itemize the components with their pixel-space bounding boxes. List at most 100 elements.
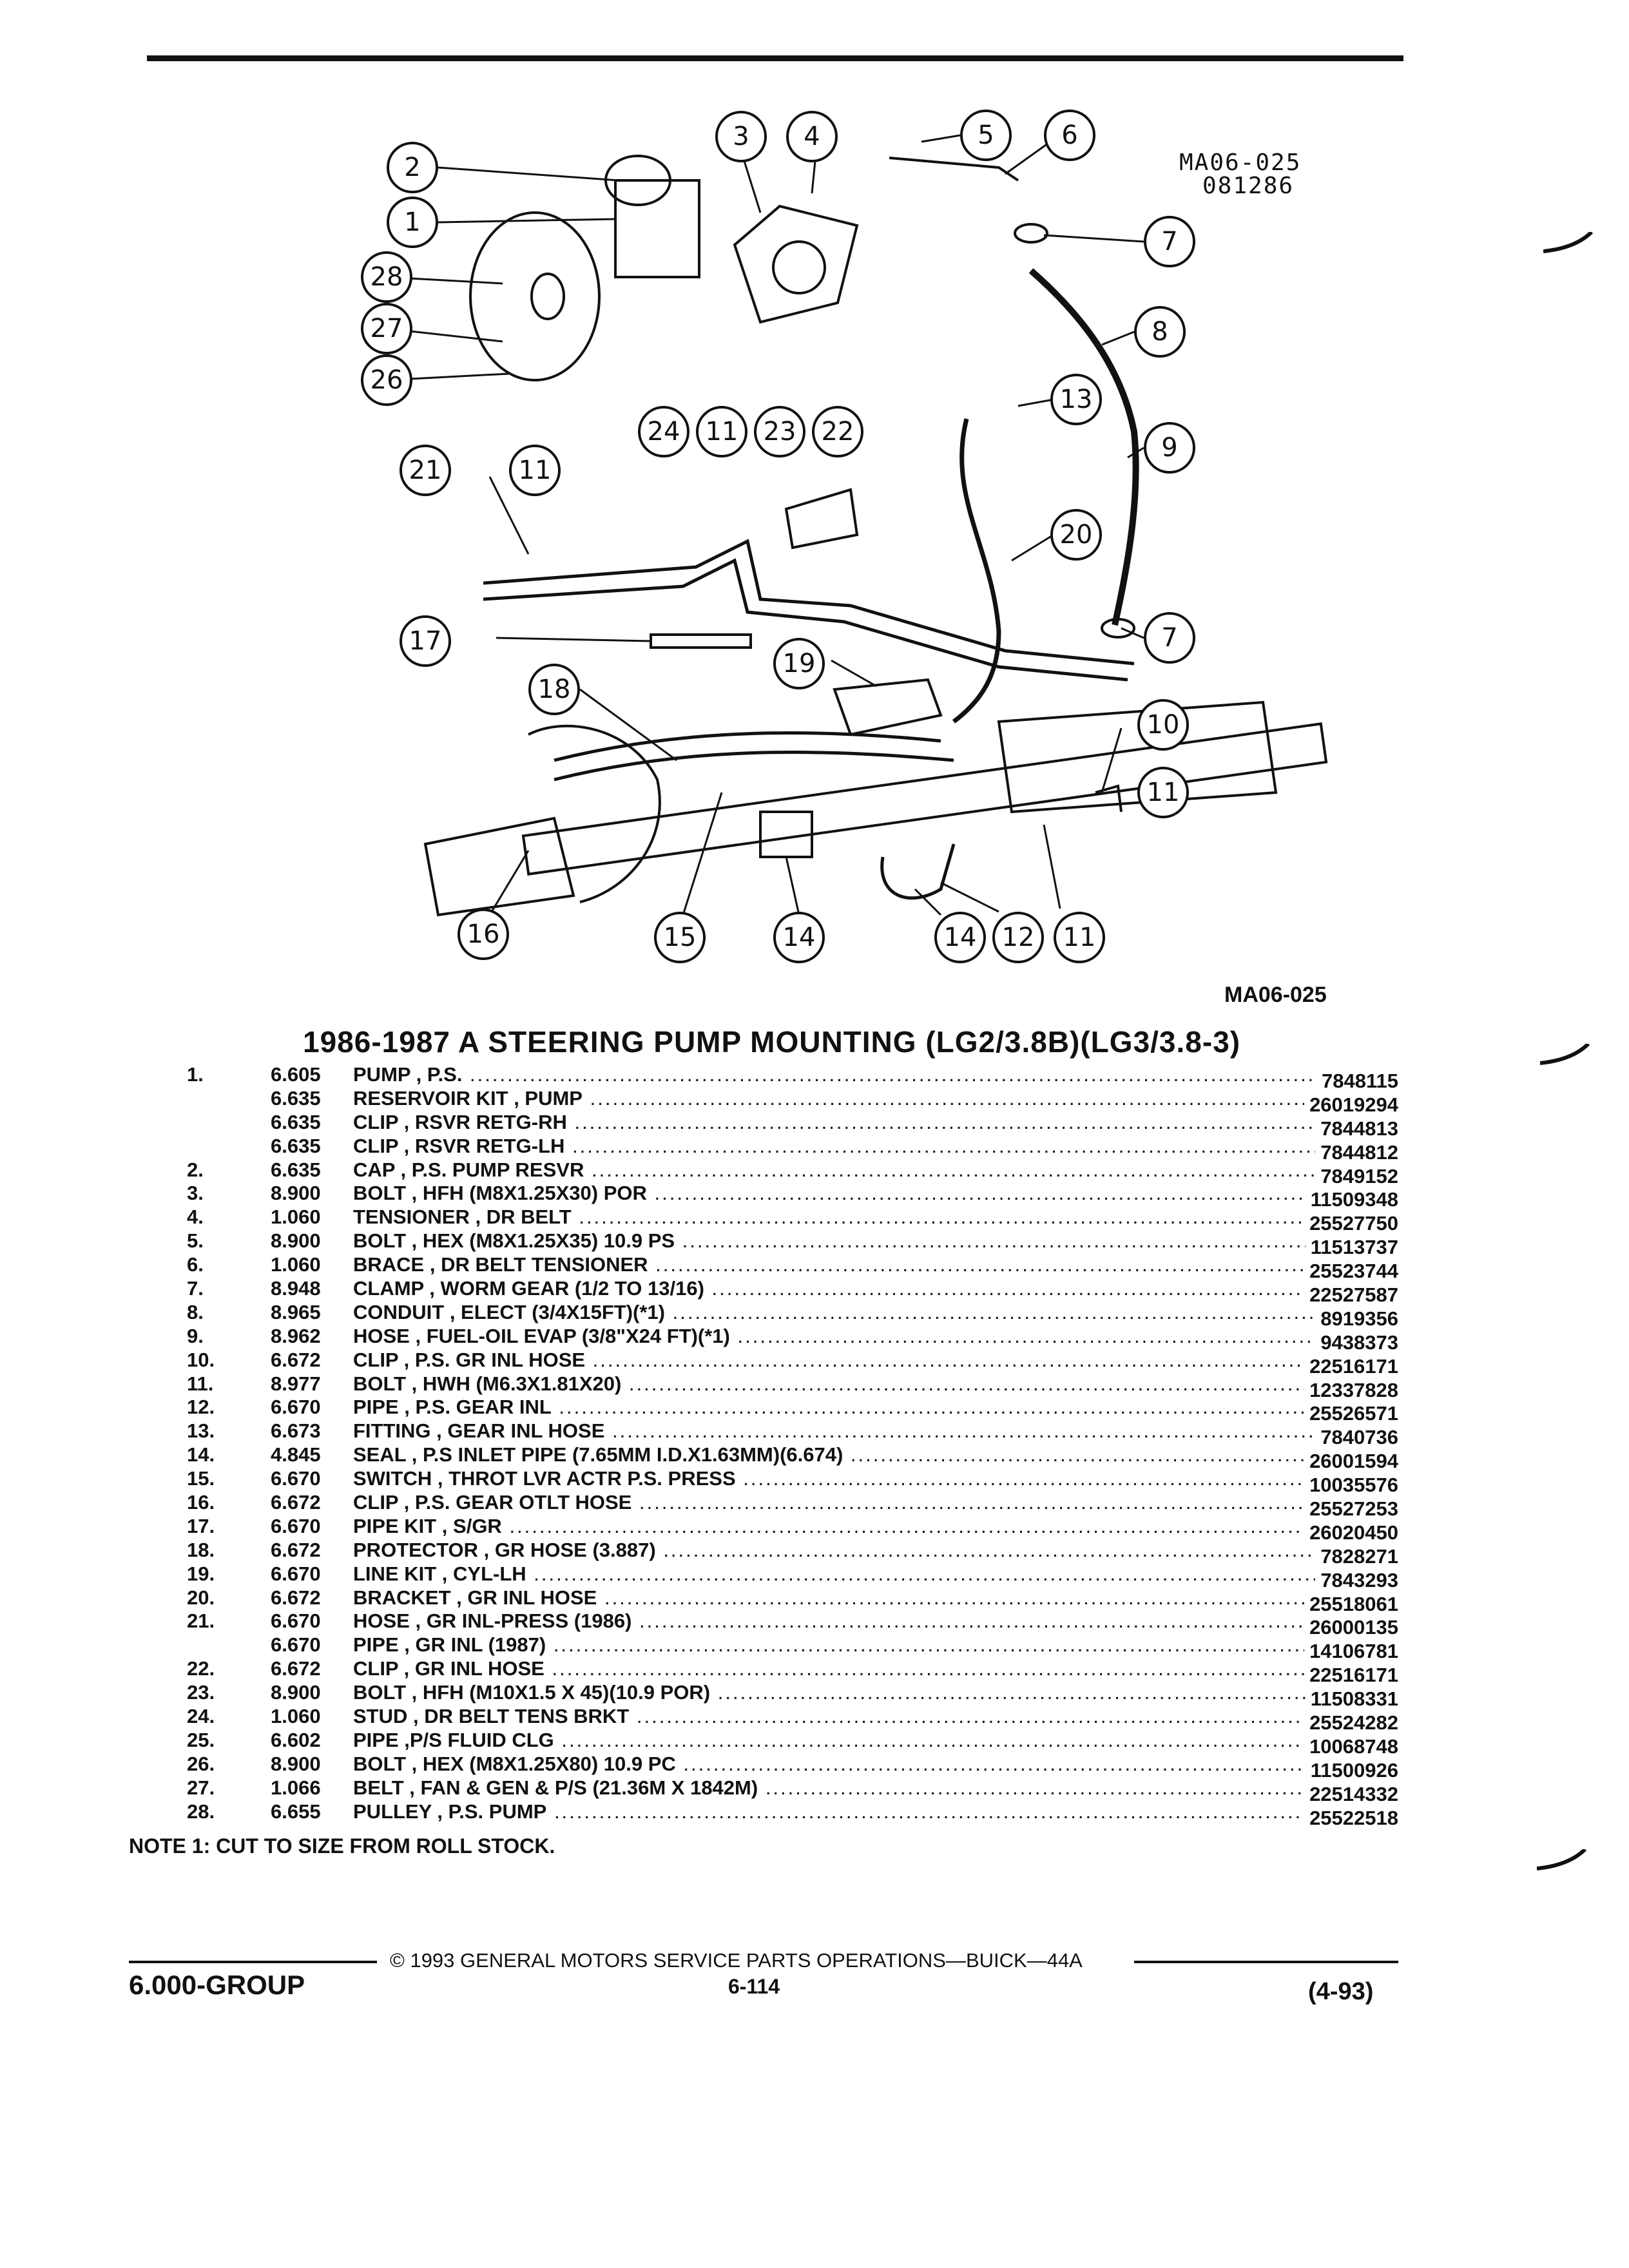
svg-text:1: 1 bbox=[404, 207, 420, 237]
svg-text:2: 2 bbox=[404, 153, 420, 182]
part-number-index: 21. bbox=[187, 1610, 215, 1633]
part-description: BRACKET , GR INL HOSE bbox=[353, 1586, 1345, 1610]
part-number-index: 13. bbox=[187, 1419, 215, 1443]
part-number: 7844813 bbox=[1315, 1117, 1398, 1141]
part-description: BOLT , HEX (M8X1.25X80) 10.9 PC bbox=[353, 1753, 1345, 1776]
group-code: 8.962 bbox=[271, 1324, 321, 1347]
part-description: BOLT , HFH (M8X1.25X30) POR bbox=[353, 1182, 1345, 1206]
group-code: 6.602 bbox=[271, 1728, 321, 1751]
svg-text:18: 18 bbox=[538, 675, 571, 704]
group-code: 6.635 bbox=[271, 1134, 321, 1157]
part-number-index: 7. bbox=[187, 1277, 204, 1300]
group-code: 8.900 bbox=[271, 1752, 321, 1775]
part-description: HOSE , GR INL-PRESS (1986) bbox=[353, 1610, 1345, 1633]
callout-14-bottom: 14 bbox=[934, 912, 986, 963]
part-description: PROTECTOR , GR HOSE (3.887) bbox=[353, 1539, 1345, 1562]
brace-shape bbox=[889, 157, 1019, 182]
group-code: 6.672 bbox=[271, 1348, 321, 1371]
group-code: 8.900 bbox=[271, 1229, 321, 1253]
part-number-index: 3. bbox=[187, 1182, 204, 1205]
group-code: 8.965 bbox=[271, 1300, 321, 1323]
svg-text:20: 20 bbox=[1060, 520, 1093, 550]
top-rule bbox=[147, 55, 1403, 61]
svg-text:6: 6 bbox=[1061, 120, 1077, 150]
callout-28: 28 bbox=[361, 251, 412, 303]
note: NOTE 1: CUT TO SIZE FROM ROLL STOCK. bbox=[129, 1834, 555, 1858]
callout-11-left: 11 bbox=[509, 445, 561, 496]
part-number: 7849152 bbox=[1315, 1164, 1398, 1189]
svg-text:9: 9 bbox=[1161, 433, 1177, 463]
part-number-index: 23. bbox=[187, 1681, 215, 1704]
group-code: 4.845 bbox=[271, 1443, 321, 1466]
pulley-hub-shape bbox=[530, 273, 565, 320]
group-code: 6.670 bbox=[271, 1633, 321, 1657]
svg-text:23: 23 bbox=[764, 417, 796, 447]
part-description: RESERVOIR KIT , PUMP bbox=[353, 1087, 1345, 1111]
callout-2: 2 bbox=[387, 142, 438, 193]
group-code: 6.635 bbox=[271, 1110, 321, 1133]
svg-text:28: 28 bbox=[371, 262, 403, 292]
part-number-index: 4. bbox=[187, 1206, 204, 1229]
footer-rule-right bbox=[1134, 1961, 1398, 1963]
callout-10: 10 bbox=[1137, 699, 1189, 751]
part-description: PIPE , GR INL (1987) bbox=[353, 1633, 1345, 1657]
group-code: 6.672 bbox=[271, 1491, 321, 1514]
group-code: 6.670 bbox=[271, 1467, 321, 1490]
part-description: PIPE KIT , S/GR bbox=[353, 1515, 1345, 1539]
binder-mark-2 bbox=[1540, 1044, 1590, 1065]
callout-8: 8 bbox=[1134, 306, 1186, 358]
part-number: 10068748 bbox=[1304, 1735, 1398, 1759]
clip-22-shape bbox=[784, 488, 859, 550]
part-number-index: 9. bbox=[187, 1324, 204, 1347]
part-number: 8919356 bbox=[1315, 1307, 1398, 1331]
svg-text:15: 15 bbox=[664, 923, 697, 952]
part-description: CLIP , P.S. GR INL HOSE bbox=[353, 1349, 1345, 1372]
clamp-top-shape bbox=[1014, 223, 1048, 244]
part-number-index: 5. bbox=[187, 1229, 204, 1253]
callout-11-mid: 11 bbox=[696, 406, 747, 457]
callout-21: 20 bbox=[1050, 509, 1102, 561]
group-code: 1.066 bbox=[271, 1776, 321, 1799]
group-code: 6.670 bbox=[271, 1562, 321, 1585]
part-number-index: 15. bbox=[187, 1467, 215, 1490]
callout-16: 15 bbox=[654, 912, 706, 963]
callout-5: 5 bbox=[960, 110, 1012, 161]
tensioner-pulley-shape bbox=[772, 240, 826, 294]
callout-7-bottom: 7 bbox=[1144, 612, 1195, 664]
part-number-index: 28. bbox=[187, 1800, 215, 1823]
svg-text:19: 19 bbox=[783, 649, 816, 678]
part-description: CLIP , P.S. GEAR OTLT HOSE bbox=[353, 1491, 1345, 1515]
parts-diagram: 2 1 28 27 26 3 4 5 6 7 8 9 13 24 11 23 2… bbox=[361, 97, 1340, 986]
part-number-index: 12. bbox=[187, 1396, 215, 1419]
group-code: 6.673 bbox=[271, 1419, 321, 1443]
part-description: CAP , P.S. PUMP RESVR bbox=[353, 1158, 1345, 1182]
part-description: PUMP , P.S. bbox=[353, 1063, 1345, 1087]
group-code: 8.900 bbox=[271, 1681, 321, 1704]
part-description: PIPE , P.S. GEAR INL bbox=[353, 1396, 1345, 1419]
part-number-index: 1. bbox=[187, 1063, 204, 1086]
part-number-index: 26. bbox=[187, 1752, 215, 1775]
part-number: 25527750 bbox=[1304, 1212, 1398, 1236]
callout-22: 22 bbox=[812, 406, 863, 457]
part-number-index: 24. bbox=[187, 1705, 215, 1728]
protector-shape bbox=[650, 633, 752, 649]
callout-4: 4 bbox=[786, 111, 838, 162]
part-description: PULLEY , P.S. PUMP bbox=[353, 1800, 1345, 1824]
part-description: SEAL , P.S INLET PIPE (7.65MM I.D.X1.63M… bbox=[353, 1443, 1345, 1467]
callout-9: 9 bbox=[1144, 422, 1195, 474]
part-description: CLIP , GR INL HOSE bbox=[353, 1657, 1345, 1681]
clamp-bottom-shape bbox=[1101, 618, 1135, 639]
group-code: 6.672 bbox=[271, 1586, 321, 1609]
svg-text:10: 10 bbox=[1147, 710, 1180, 740]
part-number-index: 10. bbox=[187, 1348, 215, 1371]
callout-23: 23 bbox=[754, 406, 805, 457]
callout-17: 16 bbox=[458, 908, 509, 960]
